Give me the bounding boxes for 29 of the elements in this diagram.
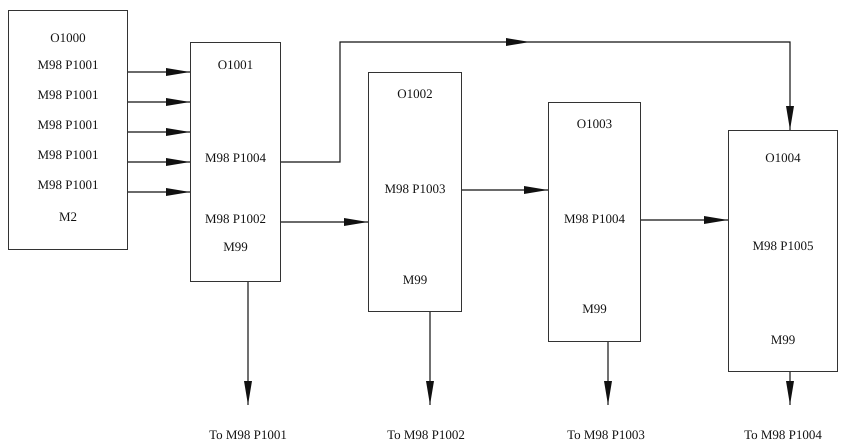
code-line: M99 [402, 272, 428, 288]
program-box [368, 72, 462, 312]
code-line: M98 P1001 [36, 177, 100, 193]
code-line: M98 P1003 [383, 181, 447, 197]
target-label: To M98 P1002 [376, 405, 476, 445]
code-line: M98 P1001 [36, 87, 100, 103]
code-line: M98 P1002 [204, 211, 268, 227]
target-label: To M98 P1004 [733, 405, 833, 445]
program-number: O1003 [576, 116, 614, 132]
code-line: M99 [222, 239, 249, 255]
code-line: M98 P1004 [562, 211, 626, 227]
code-line: M99 [581, 301, 608, 317]
code-line: M98 P1004 [204, 150, 268, 166]
code-line: M98 P1001 [36, 117, 100, 133]
program-number: O1002 [396, 86, 434, 102]
code-line: M2 [58, 209, 78, 225]
program-number: O1001 [216, 57, 254, 73]
code-line: M98 P1001 [36, 147, 100, 163]
program-box [728, 130, 838, 372]
code-line: M98 P1001 [36, 57, 100, 73]
program-number: O1000 [49, 30, 87, 46]
code-line: M98 P1005 [751, 238, 815, 254]
target-label: To M98 P1003 [556, 405, 656, 445]
program-box [8, 10, 128, 250]
program-number: O1004 [764, 150, 802, 166]
code-line: M99 [770, 332, 796, 348]
program-box [190, 42, 281, 282]
program-box [548, 102, 641, 342]
target-label: To M98 P1001 [198, 405, 298, 445]
